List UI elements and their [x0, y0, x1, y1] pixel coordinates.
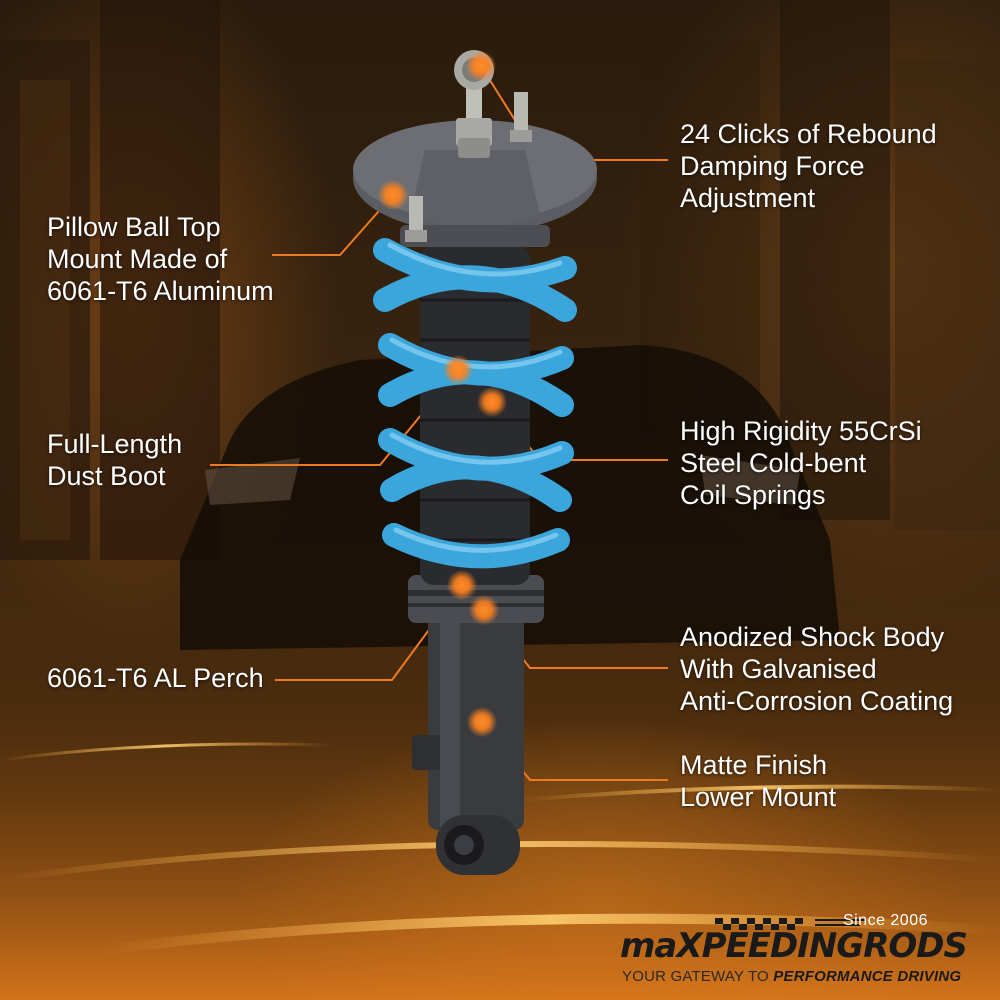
label-line: Pillow Ball Top [47, 212, 221, 242]
label-top-mount: Pillow Ball Top Mount Made of 6061-T6 Al… [47, 211, 274, 307]
label-line: High Rigidity 55CrSi [680, 416, 922, 446]
hotspot-shock-body [469, 595, 499, 625]
label-line: Adjustment [680, 183, 816, 213]
hotspot-lower-mount [467, 707, 497, 737]
label-line: Matte Finish [680, 750, 828, 780]
label-line: 6061-T6 AL Perch [47, 663, 264, 693]
label-rebound: 24 Clicks of Rebound Damping Force Adjus… [680, 118, 937, 214]
label-dust-boot: Full-Length Dust Boot [47, 428, 182, 492]
label-line: 6061-T6 Aluminum [47, 276, 274, 306]
label-line: Coil Springs [680, 480, 826, 510]
since-year: Since 2006 [842, 912, 928, 929]
label-line: 24 Clicks of Rebound [680, 119, 937, 149]
label-line: Steel Cold-bent [680, 448, 867, 478]
wordmark-part: maX [620, 926, 703, 966]
label-springs: High Rigidity 55CrSi Steel Cold-bent Coi… [680, 415, 922, 511]
hotspot-springs [477, 387, 507, 417]
brand-logo: Since 2006 maXPEEDINGRODS YOUR GATEWAY T… [620, 908, 968, 988]
tagline-prefix: YOUR GATEWAY TO [622, 968, 774, 985]
label-line: Damping Force [680, 151, 865, 181]
checkered-flag-icon [715, 918, 865, 930]
wordmark-part: PEEDINGRODS [701, 926, 968, 966]
label-line: Dust Boot [47, 461, 166, 491]
brand-wordmark: maXPEEDINGRODS [620, 926, 968, 966]
hotspot-top-mount [378, 180, 408, 210]
label-line: With Galvanised [680, 654, 877, 684]
hotspot-rebound [466, 51, 496, 81]
hotspot-dust-boot [443, 355, 473, 385]
label-line: Lower Mount [680, 782, 837, 812]
label-line: Anodized Shock Body [680, 622, 945, 652]
label-line: Full-Length [47, 429, 183, 459]
brand-tagline: YOUR GATEWAY TO PERFORMANCE DRIVING [622, 968, 961, 985]
hotspot-perch [447, 570, 477, 600]
label-shock-body: Anodized Shock Body With Galvanised Anti… [680, 621, 953, 717]
label-lower-mount: Matte Finish Lower Mount [680, 749, 836, 813]
label-perch: 6061-T6 AL Perch [47, 662, 264, 694]
tagline-bold: PERFORMANCE DRIVING [773, 968, 962, 985]
label-line: Mount Made of [47, 244, 228, 274]
label-line: Anti-Corrosion Coating [680, 686, 954, 716]
